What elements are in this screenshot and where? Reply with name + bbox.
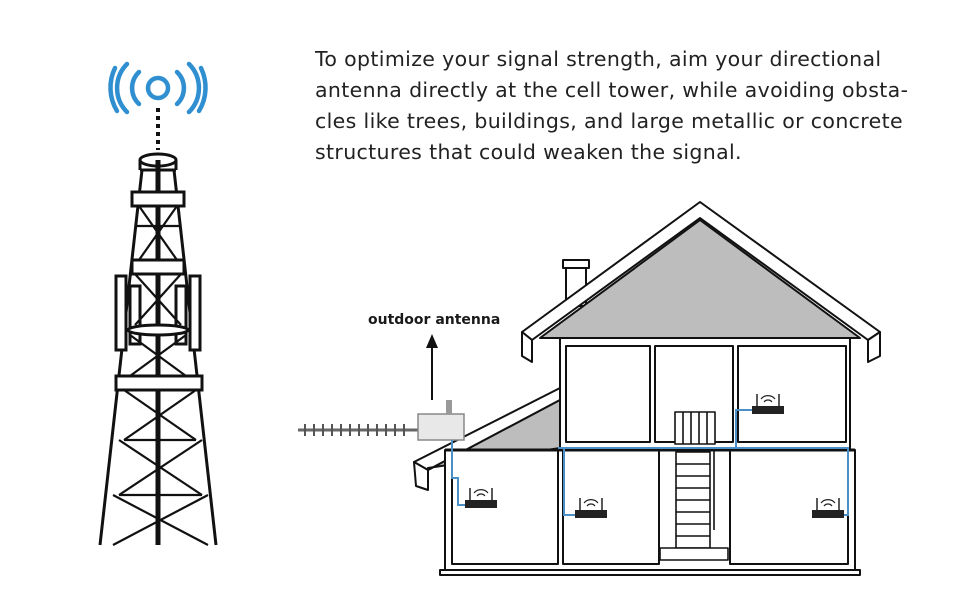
directional-antenna-icon [298, 400, 465, 452]
wifi-icon [820, 499, 836, 507]
cell-tower-icon [98, 108, 218, 546]
description-text: To optimize your signal strength, aim yo… [315, 44, 915, 168]
arrow-up-icon [426, 334, 438, 400]
wifi-router-4 [812, 498, 844, 518]
description-line: structures that could weaken the signal. [315, 140, 742, 164]
house-icon [413, 201, 881, 576]
signal-waves-icon [108, 61, 208, 115]
outdoor-antenna-label: outdoor antenna [368, 312, 501, 328]
description-line: antenna directly at the cell tower, whil… [315, 78, 909, 102]
wifi-router-3 [752, 394, 784, 414]
wifi-router-2 [575, 498, 607, 518]
wifi-icon [760, 395, 776, 403]
wifi-icon [583, 499, 599, 507]
description-line: cles like trees, buildings, and large me… [315, 109, 903, 133]
description-line: To optimize your signal strength, aim yo… [315, 47, 882, 71]
wifi-router-1 [465, 488, 497, 508]
wifi-icon [473, 489, 489, 497]
